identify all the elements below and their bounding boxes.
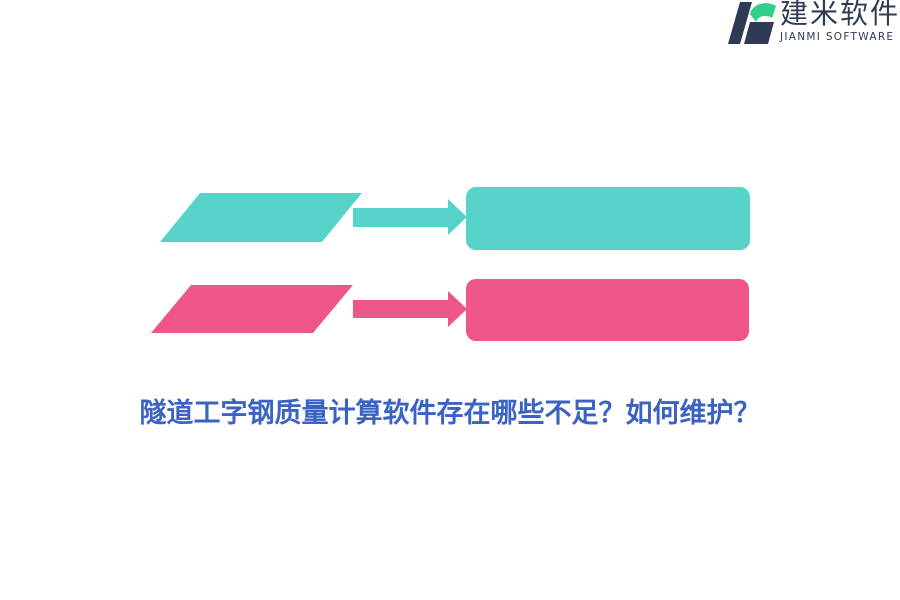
- teal-parallelogram: [160, 193, 362, 242]
- caption-title: 隧道工字钢质量计算软件存在哪些不足？如何维护？: [139, 398, 761, 429]
- jianmi-logo: 建米软件 JIANMI SOFTWARE: [722, 0, 900, 50]
- teal-arrow: [353, 199, 467, 235]
- pink-arrow: [353, 291, 467, 327]
- pink-parallelogram: [151, 285, 353, 333]
- teal-rounded-box: [466, 187, 750, 250]
- logo-english-name: JIANMI SOFTWARE: [780, 31, 895, 43]
- logo-chinese-name: 建米软件: [780, 0, 900, 30]
- pink-rounded-box: [466, 279, 749, 341]
- jianmi-logo-mark-icon: [728, 2, 776, 44]
